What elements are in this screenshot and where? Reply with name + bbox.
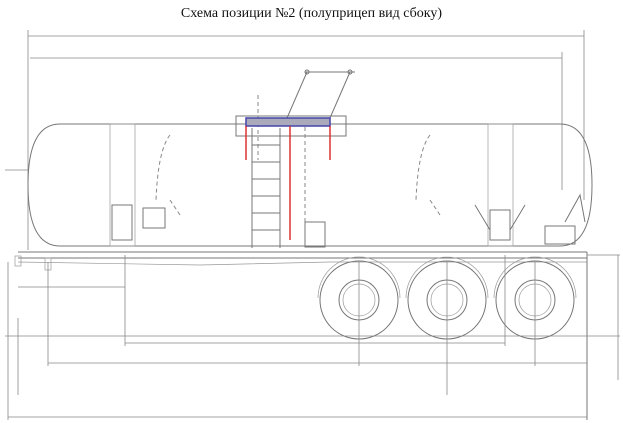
top-dimension-lines [27,30,585,250]
saddles-and-equipment [111,193,586,248]
handrail-frame [286,69,355,119]
chassis-frame [14,251,588,420]
ladder [251,128,281,248]
bottom-dimension-lines [5,254,620,420]
tank-body [5,95,593,247]
drawing-title: Схема позиции №2 (полуприцеп вид сбоку) [180,6,443,21]
top-hatch [245,117,331,240]
